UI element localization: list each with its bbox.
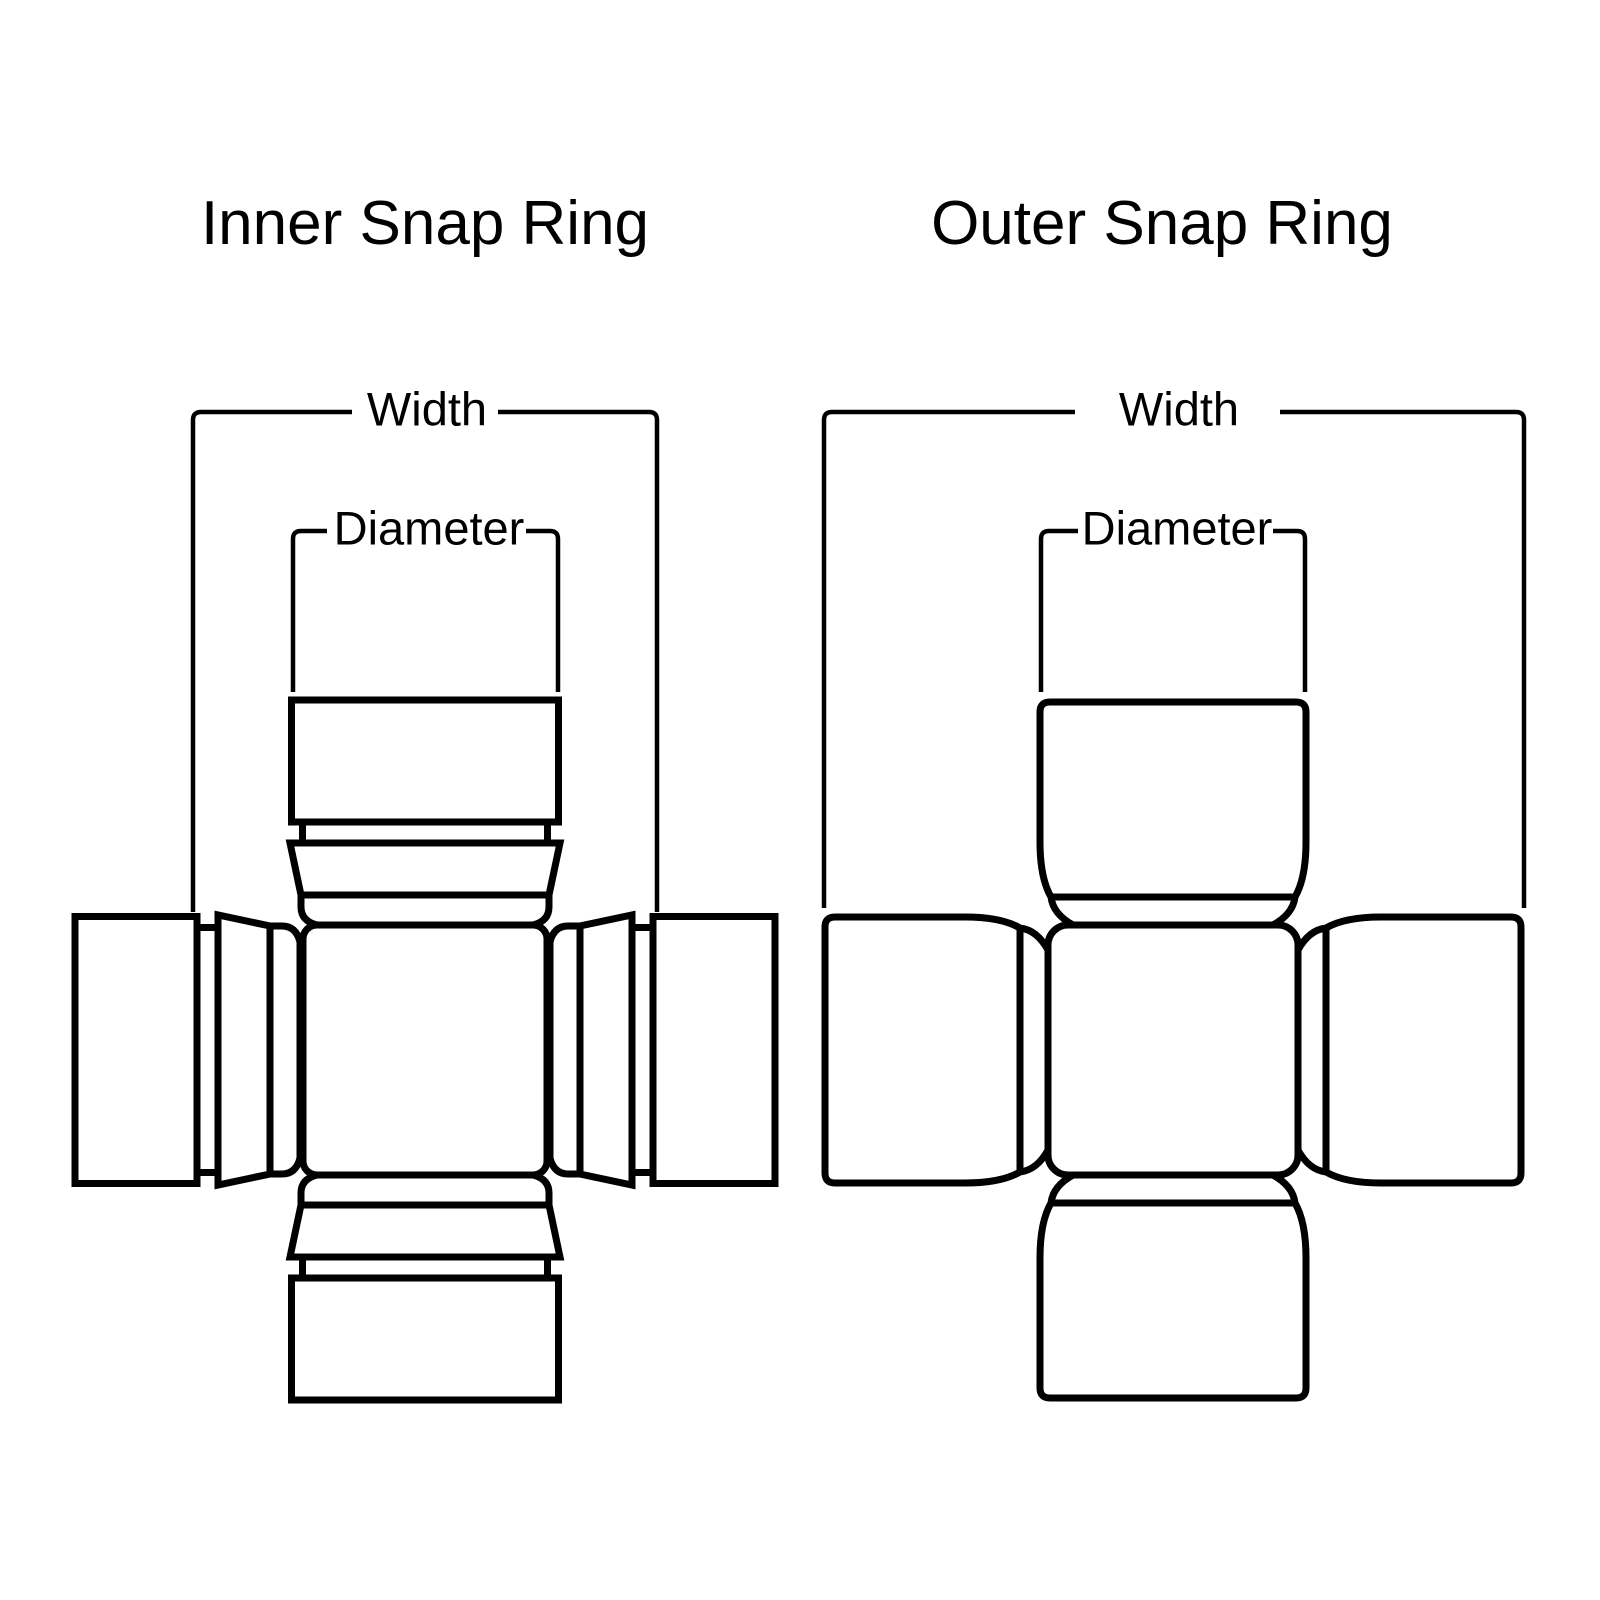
arm-top [1040,702,1306,925]
inner-width-label: Width [366,382,488,436]
cross-body [299,921,551,1179]
outer-diameter-label: Diameter [1081,501,1273,555]
arm-bottom [290,1175,560,1400]
arm-top [290,700,560,925]
inner-diagram-title: Inner Snap Ring [200,189,650,258]
diameter-dimension-bracket [290,528,561,692]
arm-left [75,915,300,1185]
diameter-dimension-bracket [1038,528,1308,692]
inner-snap-ring-diagram [75,409,775,1400]
width-dimension-bracket [821,409,1527,908]
arm-right [1298,917,1521,1183]
arm-bottom [1040,1175,1306,1398]
outer-snap-ring-diagram [821,409,1527,1398]
cross-body [1044,921,1302,1179]
arm-right [550,915,775,1185]
arm-left [825,917,1048,1183]
outer-width-label: Width [1118,382,1240,436]
inner-diameter-label: Diameter [333,501,525,555]
width-dimension-bracket [190,409,660,912]
outer-diagram-title: Outer Snap Ring [931,189,1393,258]
